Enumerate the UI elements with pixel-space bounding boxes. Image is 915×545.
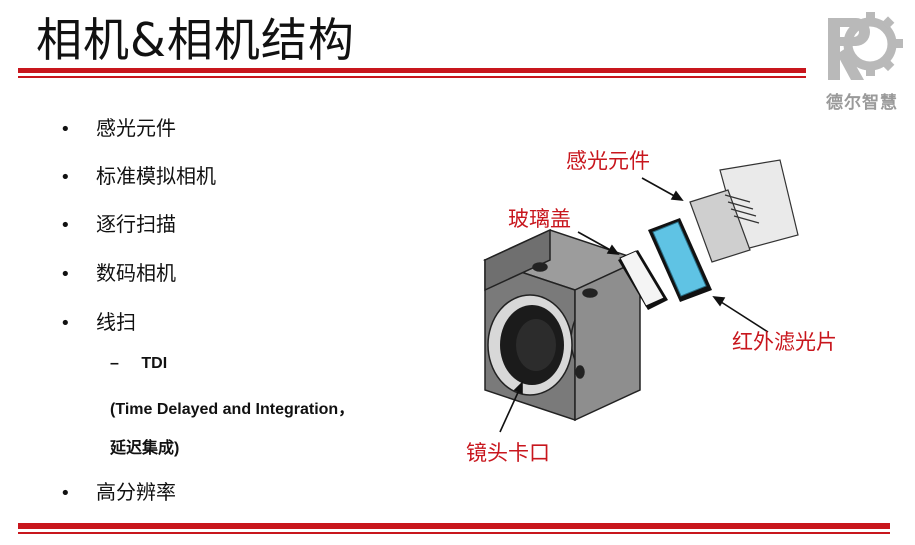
footer-rule-thick <box>18 523 890 529</box>
label-lens-mount: 镜头卡口 <box>466 441 550 465</box>
bullet-label: 标准模拟相机 <box>96 164 216 188</box>
label-sensor: 感光元件 <box>566 149 650 173</box>
label-ir-filter: 红外滤光片 <box>732 330 837 354</box>
bullet-item: • 数码相机 <box>60 257 176 286</box>
bullet-glyph: • <box>60 215 71 236</box>
bullet-item: • 逐行扫描 <box>60 208 176 237</box>
bullet-glyph: • <box>60 483 71 504</box>
sub-item-tdi: – TDI <box>110 355 167 373</box>
rd-gear-logo-icon <box>828 12 903 80</box>
label-glass-cover: 玻璃盖 <box>508 207 571 231</box>
bullet-label: 线扫 <box>96 310 136 334</box>
ir-filter <box>648 218 712 302</box>
bullet-glyph: • <box>60 167 71 188</box>
bullet-item: • 感光元件 <box>60 112 176 141</box>
bullet-label: 高分辨率 <box>96 480 176 504</box>
bullet-label: 逐行扫描 <box>96 212 176 236</box>
lens-mount <box>487 294 573 396</box>
pointer-arrows <box>499 177 769 433</box>
bullet-glyph: • <box>60 119 71 140</box>
sub-name: TDI <box>141 355 168 372</box>
title-rule-thin <box>18 76 806 78</box>
bullet-item: • 标准模拟相机 <box>60 160 216 189</box>
bullet-label: 感光元件 <box>96 116 176 140</box>
page-title: 相机&相机结构 <box>36 13 355 67</box>
title-rule-thick <box>18 68 806 73</box>
bullet-item: • 高分辨率 <box>60 476 176 505</box>
footer-rule-thin <box>18 532 890 534</box>
bullet-glyph: • <box>60 264 71 285</box>
bullet-label: 数码相机 <box>96 261 176 285</box>
glass-cover <box>618 250 668 310</box>
camera-structure-diagram <box>482 159 799 433</box>
sub-line-1: (Time Delayed and Integration， <box>110 401 355 418</box>
logo-text: 德尔智慧 <box>826 93 898 113</box>
sensor-assembly <box>689 159 799 263</box>
sub-dash: – <box>110 355 119 372</box>
bullet-item: • 线扫 <box>60 306 136 335</box>
bullet-glyph: • <box>60 313 71 334</box>
sub-line-2: 延迟集成) <box>110 440 180 457</box>
